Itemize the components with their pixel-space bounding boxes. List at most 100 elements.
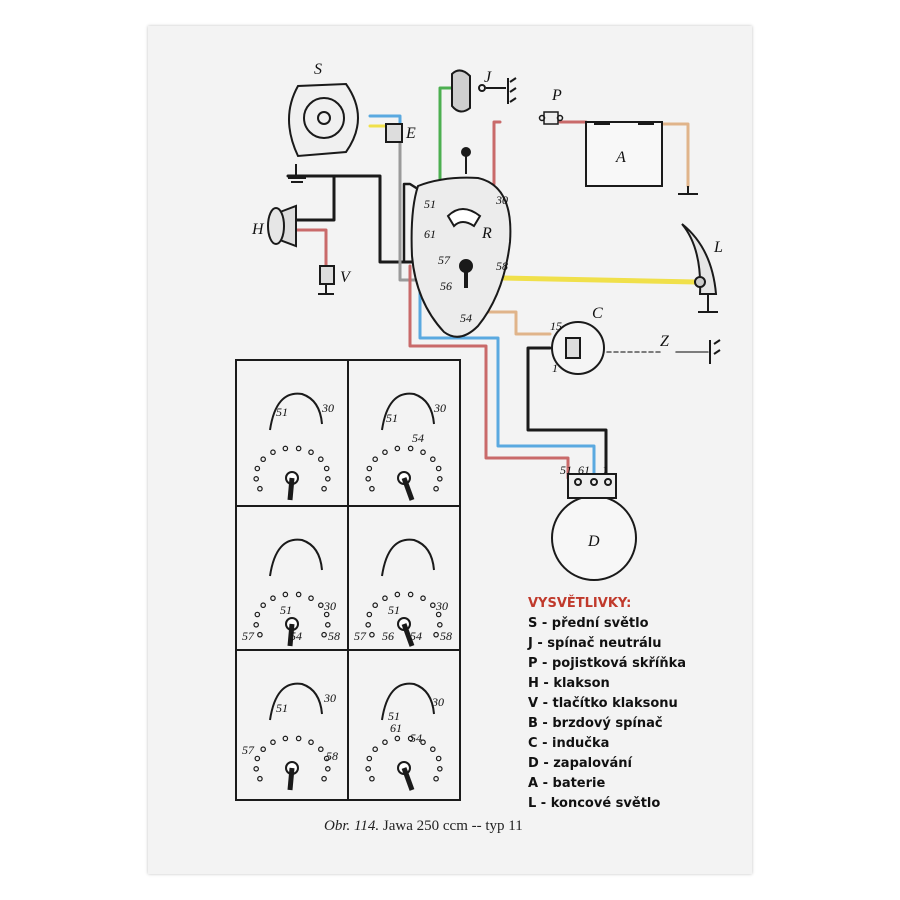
horn-button-component <box>318 265 335 295</box>
contact-dot <box>369 775 375 782</box>
contact-arc <box>381 538 435 577</box>
contact-arc <box>381 682 435 721</box>
contact-dot <box>253 621 259 628</box>
contact-dot <box>365 765 371 772</box>
contact-dot <box>282 591 289 598</box>
switch-terminal-label: 51 <box>276 405 288 419</box>
contact-dot <box>366 465 373 472</box>
figure-caption: Obr. 114. Jawa 250 ccm -- typ 11 <box>324 818 523 835</box>
switch-position-grid <box>235 359 461 801</box>
contact-dot <box>325 621 331 628</box>
contact-dot <box>270 595 276 602</box>
contact-dot <box>253 475 259 482</box>
contact-dot <box>394 445 401 452</box>
caption-text: Jawa 250 ccm -- typ 11 <box>382 818 523 834</box>
switch-terminal-label: 30 <box>433 401 446 415</box>
contact-dot <box>366 611 373 618</box>
contact-dot <box>308 739 314 746</box>
tail-light-component <box>681 223 718 313</box>
wire-tan-coil <box>468 310 552 336</box>
switch-terminal-label: 54 <box>410 731 422 745</box>
contact-dot <box>372 456 378 463</box>
label-L: L <box>713 239 723 256</box>
contact-dot <box>430 456 436 463</box>
switch-terminal-label: 57 <box>354 629 367 643</box>
terminal-51: 51 <box>424 197 436 211</box>
switch-terminal-label: 51 <box>388 603 400 617</box>
terminal-30: 30 <box>495 193 508 207</box>
contact-dot <box>437 621 443 628</box>
contact-dot <box>295 735 302 742</box>
wire-red-horn <box>294 228 328 268</box>
contact-dot <box>318 746 324 753</box>
switch-terminal-label: 51 <box>386 411 398 425</box>
contact-dot <box>394 591 401 598</box>
contact-dot <box>372 602 378 609</box>
terminal-54: 54 <box>460 311 472 325</box>
label-P: P <box>551 87 562 104</box>
contact-dot <box>295 445 302 452</box>
legend-row: B - brzdový spínač <box>528 716 663 731</box>
lever-handle <box>401 767 415 791</box>
label-H: H <box>251 221 265 238</box>
contact-dot <box>308 449 314 456</box>
neutral-switch-component <box>451 69 517 113</box>
switch-terminal-label: 30 <box>431 695 444 709</box>
contact-dot <box>254 755 261 762</box>
lever-handle <box>287 623 295 647</box>
contact-arc <box>269 538 323 577</box>
contact-dot <box>321 485 327 492</box>
contact-dot <box>257 631 263 638</box>
contact-dot <box>260 746 266 753</box>
label-J: J <box>484 69 492 86</box>
switch-terminal-label: 54 <box>290 629 302 643</box>
contact-dot <box>420 739 426 746</box>
wire-black-horn <box>294 174 336 222</box>
contact-dot <box>253 765 259 772</box>
legend: VYSVĚTLIVKY: S - přední světlo J - spína… <box>528 594 686 814</box>
dynamo-component <box>551 473 637 581</box>
label-C: C <box>592 305 603 322</box>
contact-dot <box>254 465 261 472</box>
brake-switch-component <box>385 123 403 143</box>
contact-arc <box>269 392 323 431</box>
contact-dot <box>407 445 414 452</box>
fuse-box-component <box>538 111 564 125</box>
legend-row: L - koncové světlo <box>528 796 661 811</box>
horn-component <box>267 204 297 248</box>
contact-dot <box>437 765 443 772</box>
legend-row: D - zapalování <box>528 756 632 771</box>
switch-terminal-label: 51 <box>388 709 400 723</box>
wire-black-dynamo <box>526 346 608 480</box>
switch-terminal-label: 30 <box>323 599 336 613</box>
switch-terminal-label: 57 <box>242 743 255 757</box>
switch-terminal-label: 57 <box>242 629 255 643</box>
contact-dot <box>382 739 388 746</box>
legend-row: S - přední světlo <box>528 616 649 631</box>
battery-component <box>585 121 698 195</box>
wires <box>286 86 709 480</box>
label-S: S <box>314 61 322 78</box>
switch-terminal-label: 54 <box>410 629 422 643</box>
label-A: A <box>615 149 626 166</box>
contact-dot <box>365 621 371 628</box>
label-D: D <box>587 533 600 550</box>
contact-dot <box>254 611 261 618</box>
lever-handle <box>401 477 415 501</box>
contact-dot <box>323 465 330 472</box>
switch-terminal-label: 58 <box>328 629 340 643</box>
caption-fig: Obr. 114. <box>324 818 380 834</box>
contact-dot <box>420 449 426 456</box>
contact-dot <box>435 755 442 762</box>
contact-dot <box>382 595 388 602</box>
contact-dot <box>282 445 289 452</box>
contact-dot <box>437 475 443 482</box>
contact-dot <box>323 755 330 762</box>
contact-dot <box>318 602 324 609</box>
contact-dot <box>295 591 302 598</box>
